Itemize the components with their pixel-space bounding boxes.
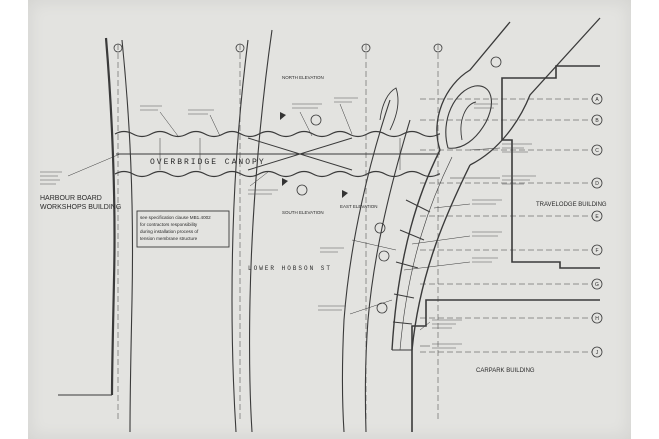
grid-marker-label: J <box>596 350 599 356</box>
harbour-board-building-outline <box>58 37 116 396</box>
grid-marker-label: E <box>595 214 599 220</box>
north-elevation-label: NORTH ELEVATION <box>282 75 324 80</box>
harbour-board-label-line2: WORKSHOPS BUILDING <box>40 204 121 211</box>
grid-marker-circle <box>591 346 603 358</box>
travelodge-building-outline <box>501 65 600 269</box>
section-markers <box>280 56 502 314</box>
grid-marker-circle <box>591 93 603 105</box>
harbour-board-label-line1: HARBOUR BOARD <box>40 195 102 202</box>
entry-ramp <box>379 17 601 166</box>
spec-note-line4: tension membrane structure <box>140 236 198 241</box>
spec-note-line3: during installation process of <box>140 229 199 234</box>
grid-marker-circle <box>591 144 603 156</box>
row-grid-lines <box>420 98 592 353</box>
overbridge-canopy <box>114 130 440 178</box>
drawing-sheet <box>28 0 631 439</box>
grid-marker-label: F <box>595 248 598 254</box>
grid-marker-circle <box>591 244 603 256</box>
south-elevation-label: SOUTH ELEVATION <box>282 210 324 215</box>
grid-marker-label: A <box>595 97 599 103</box>
annotation-leaders <box>67 103 501 347</box>
column-grid-lines <box>113 43 443 420</box>
grid-marker-circle <box>591 177 603 189</box>
travelodge-label: TRAVELODGE BUILDING <box>536 202 607 208</box>
grid-marker-label: G <box>595 282 599 288</box>
grid-marker-circle <box>591 114 603 126</box>
spec-note-box <box>136 210 230 248</box>
street-label: LOWER HOBSON ST <box>248 265 332 272</box>
grid-marker-circle <box>591 278 603 290</box>
east-elevation-label: EAST ELEVATION <box>340 204 378 209</box>
spec-note-line2: for contractors responsibility <box>140 222 198 227</box>
canopy-label: OVERBRIDGE CANOPY <box>150 158 266 167</box>
curved-walkway <box>391 149 471 351</box>
grid-marker-circle <box>591 312 603 324</box>
grid-marker-circle <box>591 210 603 222</box>
grid-marker-label: D <box>595 181 599 187</box>
grid-marker-label: H <box>595 316 599 322</box>
grid-marker-group: A B C D E F G H J <box>591 93 603 358</box>
grid-marker-label: B <box>595 118 599 124</box>
spec-note-line1: see specification clause MB1.4002 <box>140 215 211 220</box>
carpark-building-outline <box>411 299 600 432</box>
carpark-label: CARPARK BUILDING <box>476 368 535 374</box>
street-curb-lines <box>121 29 411 433</box>
annotation-text-blocks <box>40 97 536 349</box>
grid-marker-label: C <box>595 148 599 154</box>
